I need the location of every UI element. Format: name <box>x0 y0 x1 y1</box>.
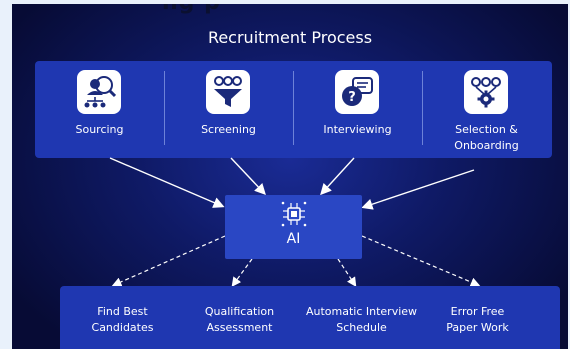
arrow-sourcing-to-ai <box>109 157 225 208</box>
diagram-title: Recruitment Process <box>207 28 373 47</box>
stage-label: Interviewing <box>323 123 392 136</box>
arrow-ai-to-qualification-assessment <box>231 258 253 287</box>
team-gear-icon <box>464 70 508 114</box>
process-stages-panel: Sourcing Screening <box>35 61 552 158</box>
arrow-ai-to-find-best-candidates <box>111 235 226 287</box>
funnel-people-icon <box>206 70 250 114</box>
ai-chip-icon <box>281 201 307 227</box>
stage-sourcing: Sourcing <box>35 61 164 158</box>
stage-label: Sourcing <box>75 123 124 136</box>
stage-screening: Screening <box>164 61 293 158</box>
arrow-ai-to-automatic-interview-schedule <box>337 258 357 288</box>
connector-arrows <box>109 157 481 288</box>
question-chat-icon: ? <box>335 70 379 114</box>
person-network-search-icon <box>77 70 121 114</box>
arrow-screening-to-ai <box>230 157 266 196</box>
stage-divider <box>164 71 165 145</box>
header-fragment: ng p <box>162 4 221 15</box>
stage-label: Selection &Onboarding <box>454 123 519 152</box>
arrow-selection-to-ai <box>361 169 475 210</box>
diagram-canvas: ng p Recruitment Process Sourcing <box>12 4 568 349</box>
stage-label: Screening <box>201 123 256 136</box>
stage-interviewing: ? Interviewing <box>293 61 422 158</box>
arrow-interviewing-to-ai <box>320 157 355 196</box>
svg-text:?: ? <box>348 90 356 105</box>
stage-selection-onboarding: Selection &Onboarding <box>422 61 551 158</box>
stage-divider <box>422 71 423 145</box>
stage-divider <box>293 71 294 145</box>
ai-label: AI <box>286 231 301 247</box>
ai-hub: AI <box>225 195 362 259</box>
arrow-ai-to-error-free-paper-work <box>361 235 481 287</box>
